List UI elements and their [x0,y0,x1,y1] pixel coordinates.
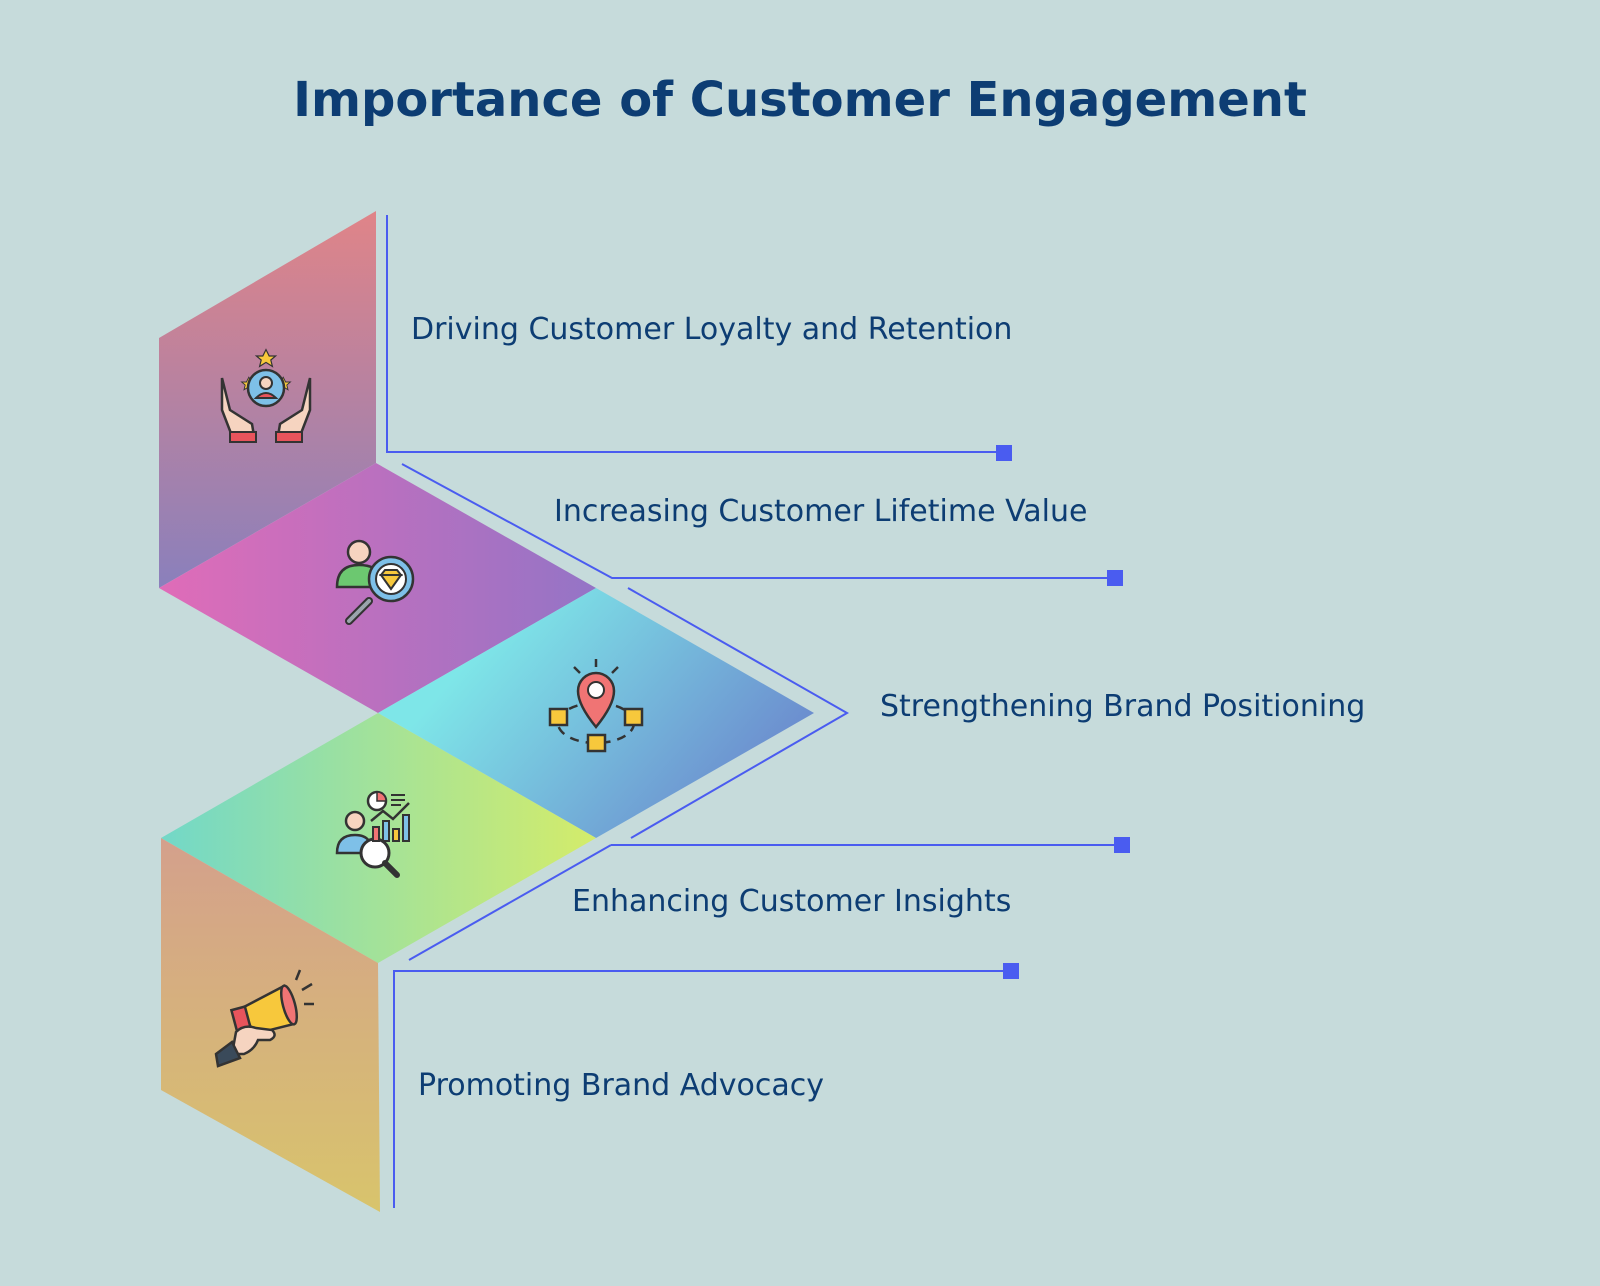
connector-advocacy-base [393,970,1011,1208]
analyst-with-charts-icon [335,790,410,878]
page-title: Importance of Customer Engagement [293,72,1307,128]
item-label-loyalty: Driving Customer Loyalty and Retention [411,312,1013,347]
connector-ends [996,445,1130,979]
connector-brand-advocacy [408,844,612,961]
item-label-brand-positioning: Strengthening Brand Positioning [880,689,1366,724]
item-label-brand-advocacy: Promoting Brand Advocacy [418,1068,825,1103]
megaphone-in-hand-icon [214,969,314,1068]
item-label-lifetime-value: Increasing Customer Lifetime Value [554,494,1088,529]
location-pin-with-boxes-icon [548,659,644,753]
connector-brand-positioning [627,587,850,839]
connectors [386,215,1122,1208]
customer-with-diamond-magnifier-icon [335,539,415,625]
connector-loyalty [386,215,1004,453]
end-square-lifetime-value [1107,570,1123,586]
hands-holding-customer-with-stars-icon [220,348,312,443]
end-square-customer-insights [1114,837,1130,853]
end-square-loyalty [996,445,1012,461]
item-label-customer-insights: Enhancing Customer Insights [572,884,1012,919]
end-square-brand-advocacy [1003,963,1019,979]
connector-lifetime-value [401,463,1114,579]
